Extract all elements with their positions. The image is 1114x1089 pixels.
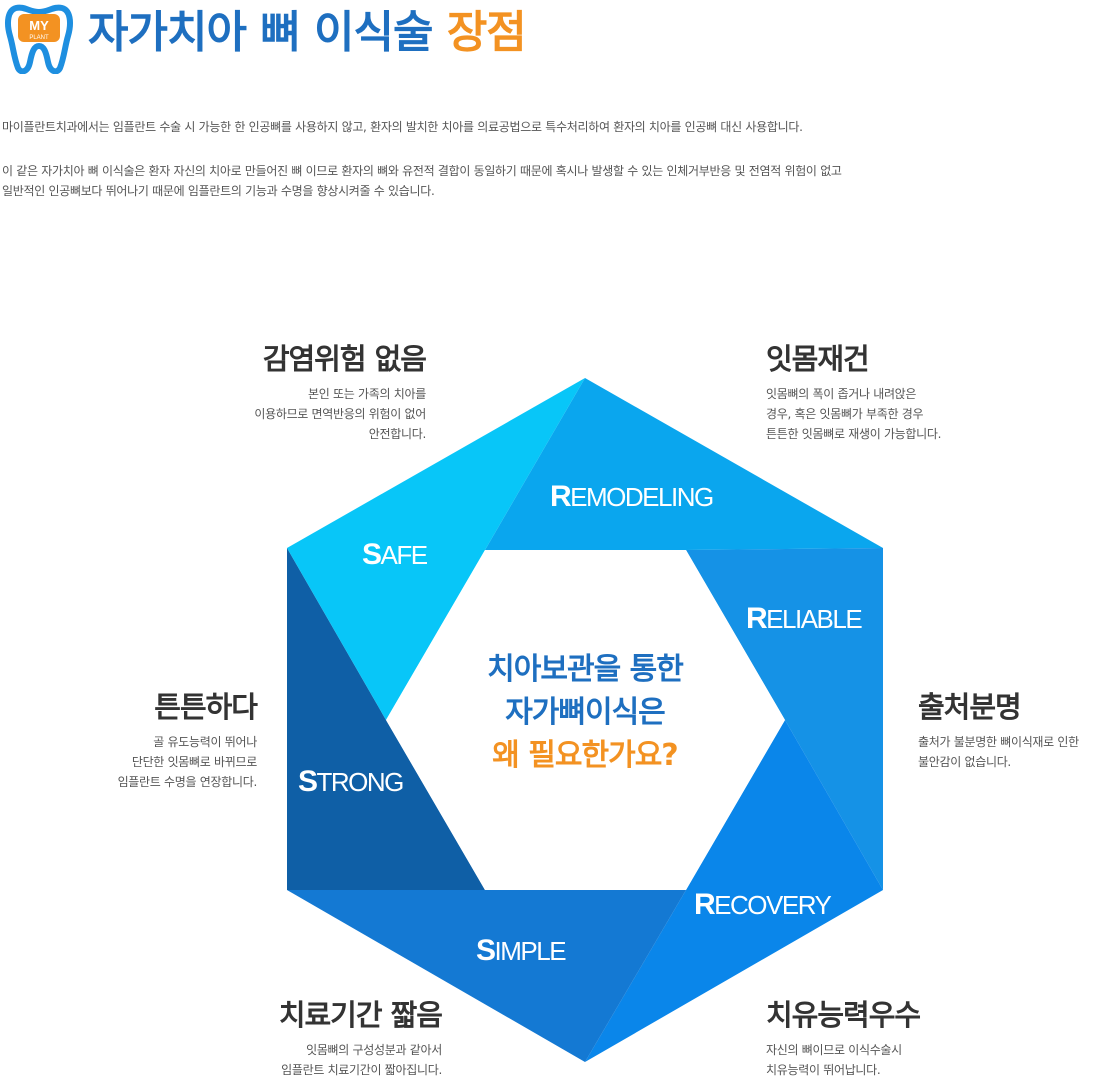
feature-reliable: 출처분명 출처가 불분명한 뼈이식재로 인한 불안감이 없습니다. (918, 688, 1079, 772)
page-title-main: 자가치아 뼈 이식술 (88, 7, 433, 58)
feature-strong: 튼튼하다 골 유도능력이 뛰어나 단단한 잇몸뼈로 바뀌므로 임플란트 수명을 … (117, 688, 258, 792)
hexagon-center (386, 550, 785, 890)
label-safe: SAFE (362, 538, 428, 571)
logo-text-plant: PLANT (29, 35, 49, 41)
intro-paragraph-2: 이 같은 자가치아 뼈 이식술은 환자 자신의 치아로 만들어진 뼈 이므로 환… (2, 161, 1110, 201)
feature-remodeling: 잇몸재건 잇몸뼈의 폭이 좁거나 내려앉은 경우, 혹은 잇몸뼈가 부족한 경우… (766, 340, 941, 444)
segment-simple (287, 890, 686, 1062)
myplant-logo-icon: MY PLANT (5, 4, 73, 74)
feature-title: 치료기간 짧음 (278, 998, 443, 1032)
center-line-1: 치아보관을 통한 (487, 652, 684, 687)
center-question: 치아보관을 통한 자가뼈이식은 왜 필요한가요? (430, 648, 740, 777)
label-reliable: RELIABLE (746, 602, 863, 635)
feature-desc: 골 유도능력이 뛰어나 단단한 잇몸뼈로 바뀌므로 임플란트 수명을 연장합니다… (117, 735, 258, 789)
feature-simple: 치료기간 짧음 잇몸뼈의 구성성분과 같아서 임플란트 치료기간이 짧아집니다. (278, 996, 443, 1080)
page-title: 자가치아 뼈 이식술 장점 (88, 2, 527, 64)
intro-paragraph-2-line-2: 일반적인 인공뼈보다 뛰어나기 때문에 임플란트의 기능과 수명을 향상시켜줄 … (2, 184, 435, 198)
feature-title: 잇몸재건 (766, 342, 870, 376)
feature-title: 감염위험 없음 (262, 342, 427, 376)
feature-recovery: 치유능력우수 자신의 뼈이므로 이식수술시 치유능력이 뛰어납니다. (766, 996, 921, 1080)
intro-paragraph-1: 마이플란트치과에서는 임플란트 수술 시 가능한 한 인공뼈를 사용하지 않고,… (2, 120, 803, 134)
feature-desc: 출처가 불분명한 뼈이식재로 인한 불안감이 없습니다. (918, 735, 1079, 769)
segment-remodeling (485, 378, 883, 550)
feature-desc: 잇몸뼈의 구성성분과 같아서 임플란트 치료기간이 짧아집니다. (281, 1043, 442, 1077)
intro-paragraph-2-line-1: 이 같은 자가치아 뼈 이식술은 환자 자신의 치아로 만들어진 뼈 이므로 환… (2, 164, 842, 178)
center-line-3: 왜 필요한가요? (492, 738, 678, 773)
feature-desc: 잇몸뼈의 폭이 좁거나 내려앉은 경우, 혹은 잇몸뼈가 부족한 경우 튼튼한 … (766, 387, 942, 441)
label-recovery: RECOVERY (694, 888, 832, 921)
segment-recovery (585, 720, 883, 1062)
center-line-2: 자가뼈이식은 (505, 695, 666, 730)
logo-text-my: MY (29, 18, 49, 33)
feature-title: 출처분명 (918, 690, 1022, 724)
segment-reliable (686, 548, 883, 890)
feature-title: 치유능력우수 (766, 998, 921, 1032)
label-simple: SIMPLE (476, 934, 567, 967)
label-strong: STRONG (298, 765, 404, 798)
feature-desc: 자신의 뼈이므로 이식수술시 치유능력이 뛰어납니다. (766, 1043, 902, 1077)
segment-strong (287, 548, 485, 890)
segment-safe (287, 378, 585, 720)
page-title-accent: 장점 (446, 7, 527, 58)
label-remodeling: REMODELING (550, 480, 714, 513)
feature-title: 튼튼하다 (154, 690, 258, 724)
feature-safe: 감염위험 없음 본인 또는 가족의 치아를 이용하므로 면역반응의 위험이 없어… (254, 340, 427, 444)
feature-desc: 본인 또는 가족의 치아를 이용하므로 면역반응의 위험이 없어 안전합니다. (254, 387, 426, 441)
